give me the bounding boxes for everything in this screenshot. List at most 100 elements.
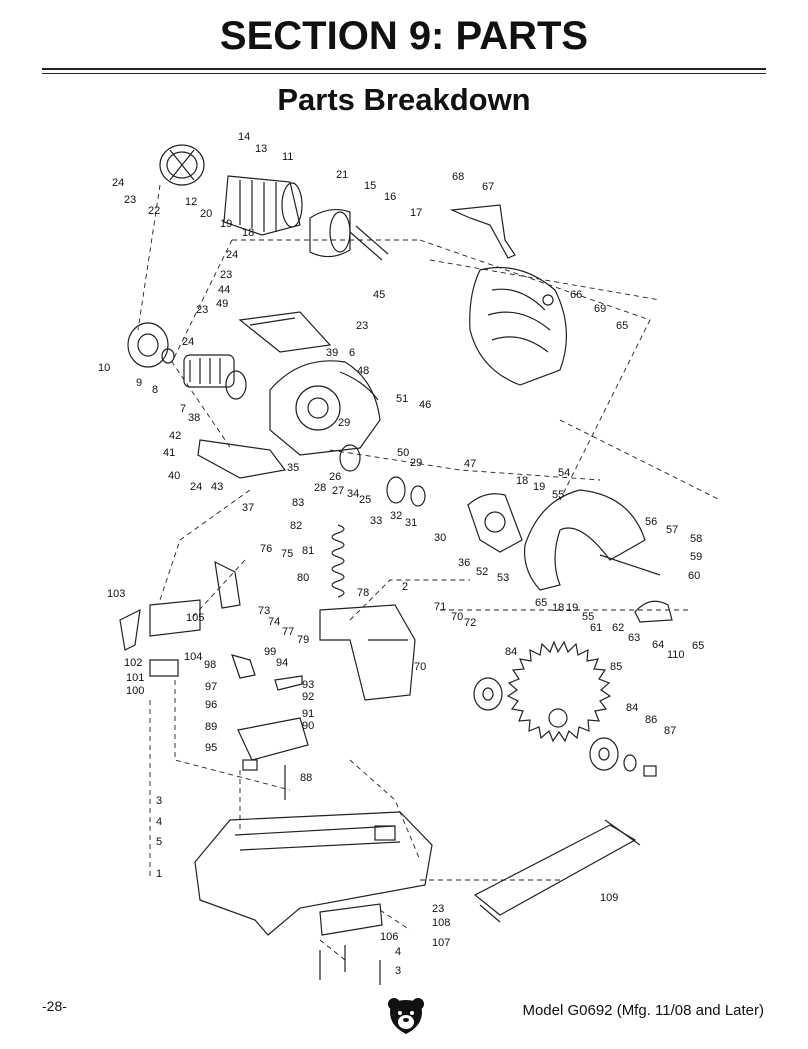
part-label: 104	[184, 651, 202, 663]
part-label: 33	[370, 515, 382, 527]
part-label: 23	[432, 903, 444, 915]
part-labels: 14 13 11 24 23 22 12 20 19 18 21 15 16 1…	[98, 131, 704, 977]
part-label: 61	[590, 622, 602, 634]
part-label: 47	[464, 458, 476, 470]
part-label: 35	[287, 462, 299, 474]
part-pivot-bracket	[319, 604, 416, 701]
part-label: 45	[373, 289, 385, 301]
part-label: 91	[302, 708, 314, 720]
part-label: 78	[357, 587, 369, 599]
part-label: 23	[220, 269, 232, 281]
part-label: 14	[238, 131, 250, 143]
part-label: 6	[349, 347, 355, 359]
part-label: 109	[600, 892, 618, 904]
part-label: 65	[692, 640, 704, 652]
part-label: 63	[628, 632, 640, 644]
part-label: 100	[126, 685, 144, 697]
part-label: 90	[302, 720, 314, 732]
parts-breakdown-title: Parts Breakdown	[277, 82, 531, 117]
part-lower-blade-guard	[523, 489, 646, 591]
part-label: 18	[516, 475, 528, 487]
header-rule-thin	[42, 73, 766, 74]
part-label: 44	[218, 284, 230, 296]
part-motor-housing	[223, 175, 303, 236]
part-label: 18	[552, 602, 564, 614]
part-grip-40	[197, 439, 287, 479]
bear-logo-icon	[388, 998, 424, 1034]
part-label: 5	[156, 836, 162, 848]
part-label: 49	[216, 298, 228, 310]
part-label: 2	[402, 581, 408, 593]
part-label: 67	[482, 181, 494, 193]
part-label: 51	[396, 393, 408, 405]
part-label: 39	[326, 347, 338, 359]
section-title: SECTION 9: PARTS	[219, 14, 589, 58]
part-label: 93	[302, 679, 314, 691]
part-label: 97	[205, 681, 217, 693]
part-label: 25	[359, 494, 371, 506]
part-label: 92	[302, 691, 314, 703]
part-label: 11	[282, 151, 293, 163]
part-label: 24	[112, 177, 124, 189]
part-link-67	[449, 204, 516, 259]
part-label: 13	[255, 143, 267, 155]
part-label: 50	[397, 447, 409, 459]
part-label: 76	[260, 543, 272, 555]
part-label: 4	[156, 816, 162, 828]
part-shaft-60	[599, 554, 661, 576]
part-label: 83	[292, 497, 304, 509]
part-label: 59	[690, 551, 702, 563]
part-label: 84	[505, 646, 517, 658]
part-upper-blade-guard	[469, 266, 567, 386]
part-label: 26	[329, 471, 341, 483]
part-label: 85	[610, 661, 622, 673]
construction-lines	[137, 184, 721, 961]
part-label: 65	[616, 320, 628, 332]
part-label: 48	[357, 365, 369, 377]
part-label: 19	[220, 218, 232, 230]
part-label: 101	[126, 672, 144, 684]
part-label: 69	[594, 303, 606, 315]
part-knob-98	[231, 654, 256, 679]
part-label: 102	[124, 657, 142, 669]
part-label: 7	[180, 403, 186, 415]
part-label: 64	[652, 639, 664, 651]
part-label: 29	[338, 417, 350, 429]
part-label: 74	[268, 616, 280, 628]
part-label: 31	[405, 517, 417, 529]
part-label: 29	[410, 457, 422, 469]
part-extension-tray	[473, 819, 641, 923]
part-rear-cover	[127, 322, 169, 368]
part-label: 68	[452, 171, 464, 183]
part-label: 43	[211, 481, 223, 493]
part-armature	[183, 354, 247, 400]
part-label: 110	[667, 649, 685, 661]
part-label: 42	[169, 430, 181, 442]
part-screw-17	[355, 225, 389, 255]
part-stator	[309, 208, 351, 258]
part-bearing-9	[161, 348, 175, 364]
part-label: 1	[156, 868, 162, 880]
part-label: 32	[390, 510, 402, 522]
part-label: 99	[264, 646, 276, 658]
part-label: 73	[258, 605, 270, 617]
part-label: 94	[276, 657, 288, 669]
part-label: 23	[196, 304, 208, 316]
part-label: 87	[664, 725, 676, 737]
part-label: 81	[302, 545, 314, 557]
part-block-100	[149, 659, 179, 677]
part-label: 98	[204, 659, 216, 671]
part-plate-106	[319, 903, 383, 936]
part-label: 24	[182, 336, 194, 348]
part-label: 3	[395, 965, 401, 977]
part-label: 36	[458, 557, 470, 569]
part-label: 95	[205, 742, 217, 754]
part-label: 108	[432, 917, 450, 929]
part-flange-84a	[473, 677, 503, 711]
part-label: 20	[200, 208, 212, 220]
part-label: 103	[107, 588, 125, 600]
part-label: 80	[297, 572, 309, 584]
part-label: 56	[645, 516, 657, 528]
part-label: 24	[190, 481, 202, 493]
